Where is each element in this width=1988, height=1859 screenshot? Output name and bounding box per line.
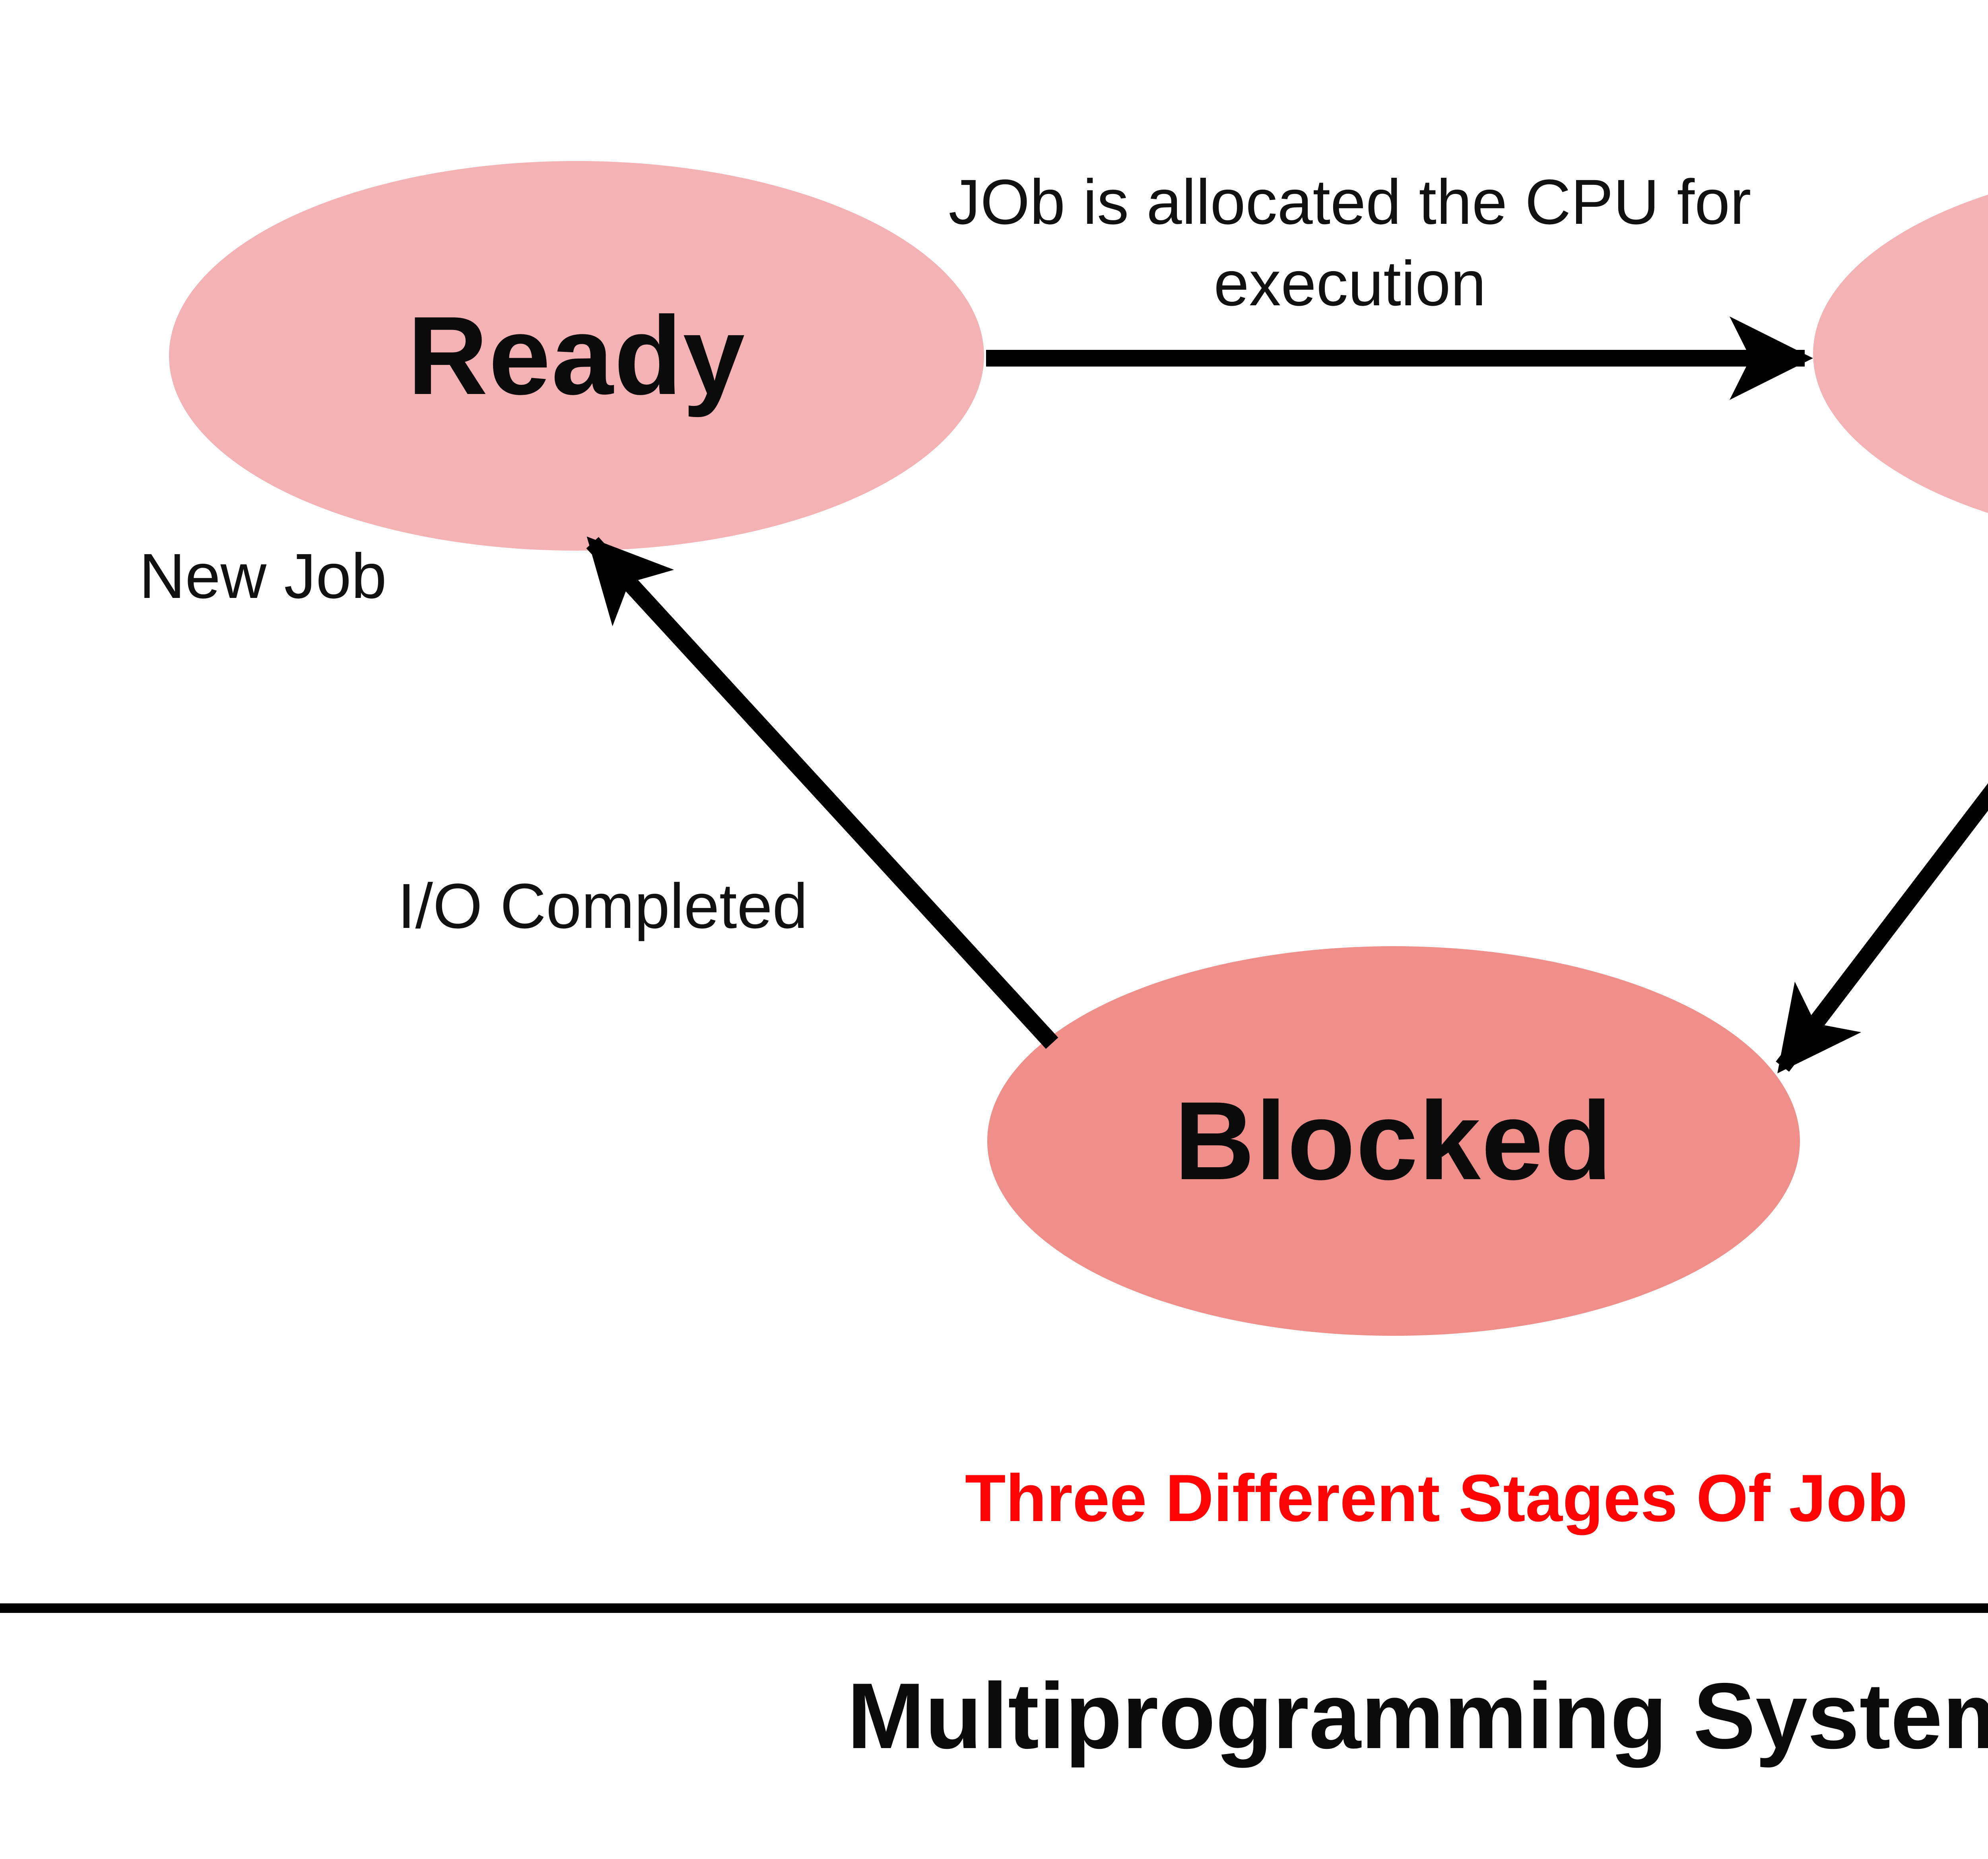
arrow-blocked-to-ready xyxy=(586,536,1058,1049)
state-ellipse-running xyxy=(1813,194,1988,513)
arrow-running-to-blocked xyxy=(1776,783,1988,1073)
diagram-caption: Three Different Stages Of Job xyxy=(965,1461,1908,1535)
state-label-blocked: Blocked xyxy=(1174,1079,1613,1203)
page-title: Multiprogramming System xyxy=(847,1663,1988,1768)
state-label-running: Running xyxy=(1817,298,1988,409)
edge-label-cpu-allocation: JOb is allocated the CPU for execution xyxy=(654,161,1988,324)
state-ellipse-blocked xyxy=(987,946,1800,1336)
edge-label-io-completed: I/O Completed xyxy=(398,870,808,941)
state-label-ready: Ready xyxy=(407,294,746,418)
state-ellipse-ready xyxy=(169,161,984,551)
edge-label-cpu-allocation-line1: JOb is allocated the CPU for xyxy=(948,166,1751,237)
separator-rule xyxy=(0,1603,1988,1613)
edge-label-new-job: New Job xyxy=(139,540,387,611)
edge-label-cpu-allocation-line2: execution xyxy=(1213,248,1486,319)
